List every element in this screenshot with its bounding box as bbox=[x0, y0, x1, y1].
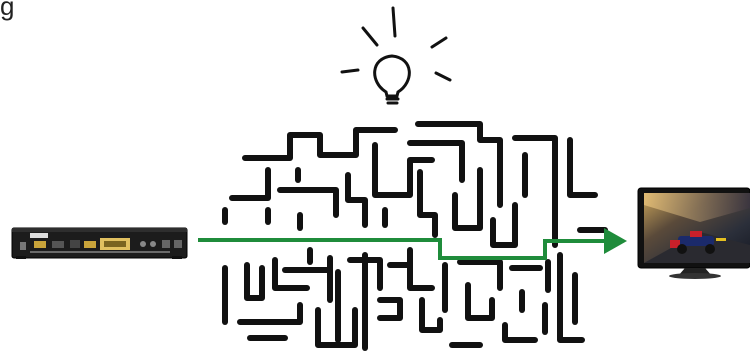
maze-wall bbox=[275, 260, 307, 288]
bulb-glass bbox=[375, 56, 410, 96]
maze-wall bbox=[455, 170, 480, 228]
maze-wall bbox=[560, 255, 582, 340]
device-port bbox=[162, 240, 170, 248]
maze-wall bbox=[468, 285, 492, 318]
device-foot bbox=[172, 256, 182, 259]
maze-wall bbox=[280, 190, 336, 215]
light-ray bbox=[393, 8, 395, 36]
device-jack bbox=[150, 241, 156, 247]
light-ray bbox=[342, 70, 358, 72]
device-jack bbox=[140, 241, 146, 247]
maze-wall bbox=[505, 325, 535, 340]
maze-wall bbox=[240, 305, 300, 322]
device-foot bbox=[16, 256, 26, 259]
maze bbox=[225, 124, 605, 348]
device-port bbox=[20, 242, 26, 250]
maze-wall bbox=[247, 265, 262, 298]
maze-wall bbox=[493, 205, 515, 245]
device-port bbox=[174, 240, 182, 248]
device-port bbox=[70, 240, 80, 248]
maze-wall bbox=[410, 250, 432, 288]
device-port bbox=[34, 241, 46, 248]
monitor bbox=[638, 188, 750, 279]
av-device bbox=[12, 228, 187, 259]
light-ray bbox=[436, 73, 450, 80]
maze-wall bbox=[375, 145, 432, 195]
maze-wall bbox=[348, 175, 365, 225]
device-port bbox=[52, 241, 64, 248]
light-ray bbox=[432, 38, 446, 47]
maze-wall bbox=[422, 300, 440, 330]
maze-wall bbox=[380, 300, 400, 318]
arrow-head bbox=[604, 228, 627, 254]
maze-wall bbox=[570, 140, 595, 195]
device-label bbox=[30, 233, 48, 238]
maze-wall bbox=[232, 170, 268, 198]
maze-wall bbox=[515, 138, 555, 245]
device-port bbox=[84, 241, 96, 248]
monitor-base bbox=[669, 273, 721, 279]
signal-path-line bbox=[198, 240, 606, 258]
light-ray bbox=[363, 28, 377, 45]
lightbulb-icon bbox=[342, 8, 450, 103]
maze-wall bbox=[420, 172, 435, 235]
